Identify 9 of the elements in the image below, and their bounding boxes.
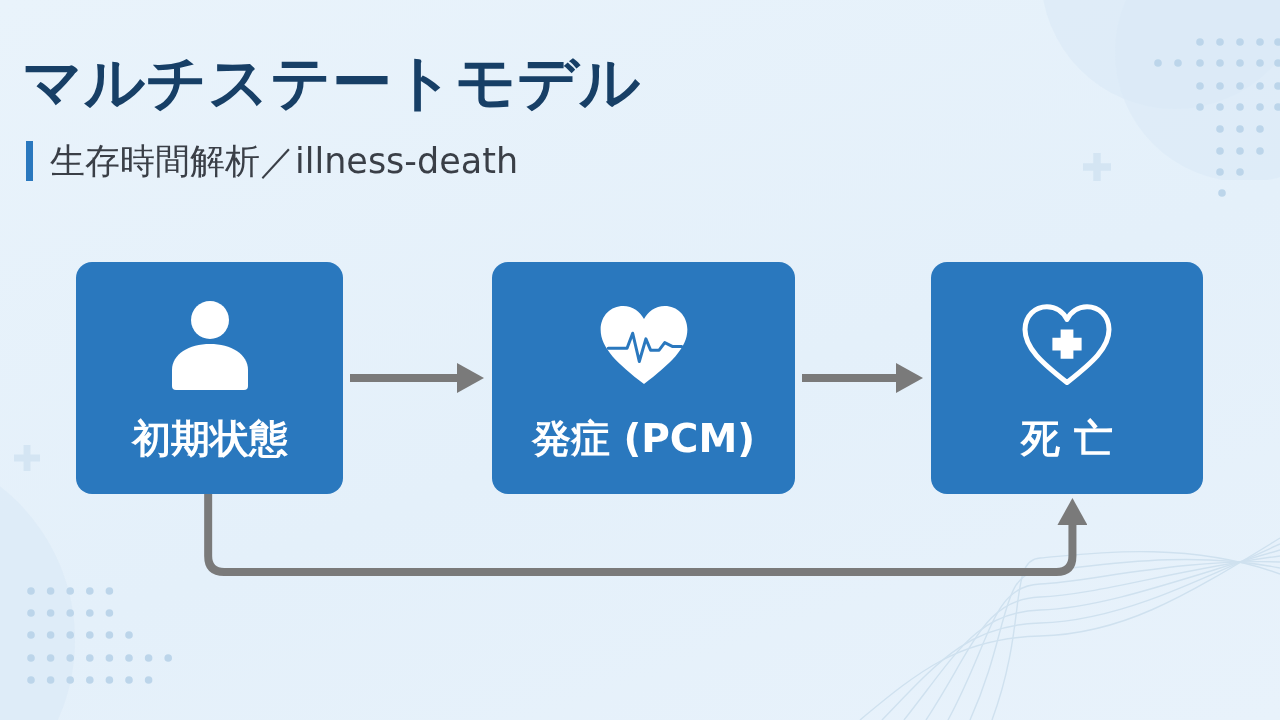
node-label: 発症 (PCM) <box>531 416 756 463</box>
arrow <box>204 494 1088 576</box>
state-box <box>492 262 795 494</box>
title: マルチステートモデル <box>22 46 641 118</box>
state-box <box>931 262 1203 494</box>
node-label: 初期状態 <box>131 416 288 463</box>
subtitle: 生存時間解析／illness-death <box>26 141 519 181</box>
node-label: 死 亡 <box>1021 416 1113 463</box>
state-box <box>76 262 343 494</box>
